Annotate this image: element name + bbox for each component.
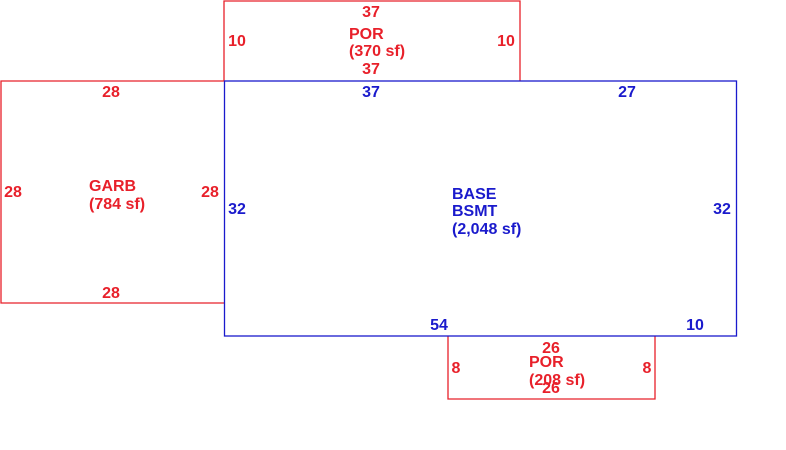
porch-top-dim-left: 10 (228, 33, 246, 50)
porch-bottom-dim-top: 26 (542, 340, 560, 357)
porch-bottom-dim-bottom: 26 (542, 380, 560, 397)
base-dim-top-right: 27 (618, 84, 636, 101)
garage-dim-left: 28 (4, 184, 22, 201)
porch-top-area: (370 sf) (349, 43, 405, 60)
porch-bottom-outline (447, 336, 656, 400)
base-dim-bottom-left: 54 (430, 317, 448, 334)
garage-dim-bottom: 28 (102, 285, 120, 302)
garage-outline (0, 80, 224, 304)
base-name-line1: BASE (452, 186, 497, 203)
porch-top-dim-bottom: 37 (362, 61, 380, 78)
base-dim-top-left: 37 (362, 84, 380, 101)
garage-dim-top: 28 (102, 84, 120, 101)
porch-bottom-name: POR (529, 354, 564, 371)
porch-top-dim-top: 37 (362, 4, 380, 21)
base-dim-left: 32 (228, 201, 246, 218)
base-name-line2: BSMT (452, 203, 498, 220)
garage-name: GARB (89, 178, 136, 195)
base-dim-right: 32 (713, 201, 731, 218)
porch-bottom-dim-right: 8 (643, 360, 652, 377)
base-area: (2,048 sf) (452, 221, 521, 238)
porch-top-outline (223, 0, 521, 81)
base-dim-bottom-right: 10 (686, 317, 704, 334)
garage-area: (784 sf) (89, 196, 145, 213)
porch-top-name: POR (349, 26, 384, 43)
porch-top-dim-right: 10 (497, 33, 515, 50)
porch-bottom-dim-left: 8 (452, 360, 461, 377)
garage-dim-right: 28 (201, 184, 219, 201)
base-basement-outline (223, 80, 738, 337)
porch-bottom-area: (208 sf) (529, 372, 585, 389)
